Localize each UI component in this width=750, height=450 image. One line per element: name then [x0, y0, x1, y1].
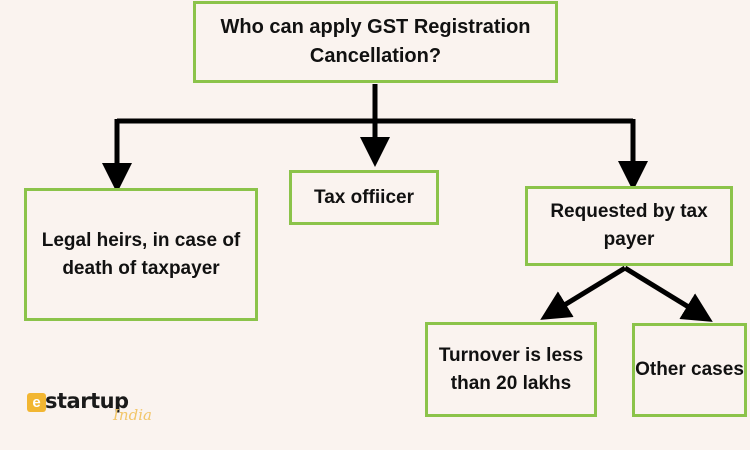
other-cases-text: Other cases — [635, 359, 744, 381]
logo-script: India — [113, 406, 152, 424]
legal-heirs-text: Legal heirs, in case of death of taxpaye… — [41, 229, 241, 279]
arrow-to-other — [623, 265, 713, 322]
tax-officer-text: Tax offiicer — [314, 186, 414, 208]
arrow-to-turnover — [540, 265, 627, 320]
tax-officer-box: Tax offiicer — [289, 170, 439, 225]
turnover-text: Turnover is less than 20 lakhs — [438, 344, 584, 394]
turnover-box: Turnover is less than 20 lakhs — [425, 322, 597, 417]
legal-heirs-box: Legal heirs, in case of death of taxpaye… — [24, 188, 258, 321]
root-question-box: Who can apply GST Registration Cancellat… — [193, 1, 558, 83]
root-question-text: Who can apply GST Registration Cancellat… — [220, 16, 531, 67]
estartup-logo: e startup India — [27, 389, 157, 432]
logo-wordmark: startup — [45, 389, 129, 413]
requested-by-taxpayer-box: Requested by tax payer — [525, 186, 733, 266]
e-logo-icon: e — [27, 393, 46, 412]
other-cases-box: Other cases — [632, 323, 747, 417]
requested-by-taxpayer-text: Requested by tax payer — [550, 201, 708, 250]
